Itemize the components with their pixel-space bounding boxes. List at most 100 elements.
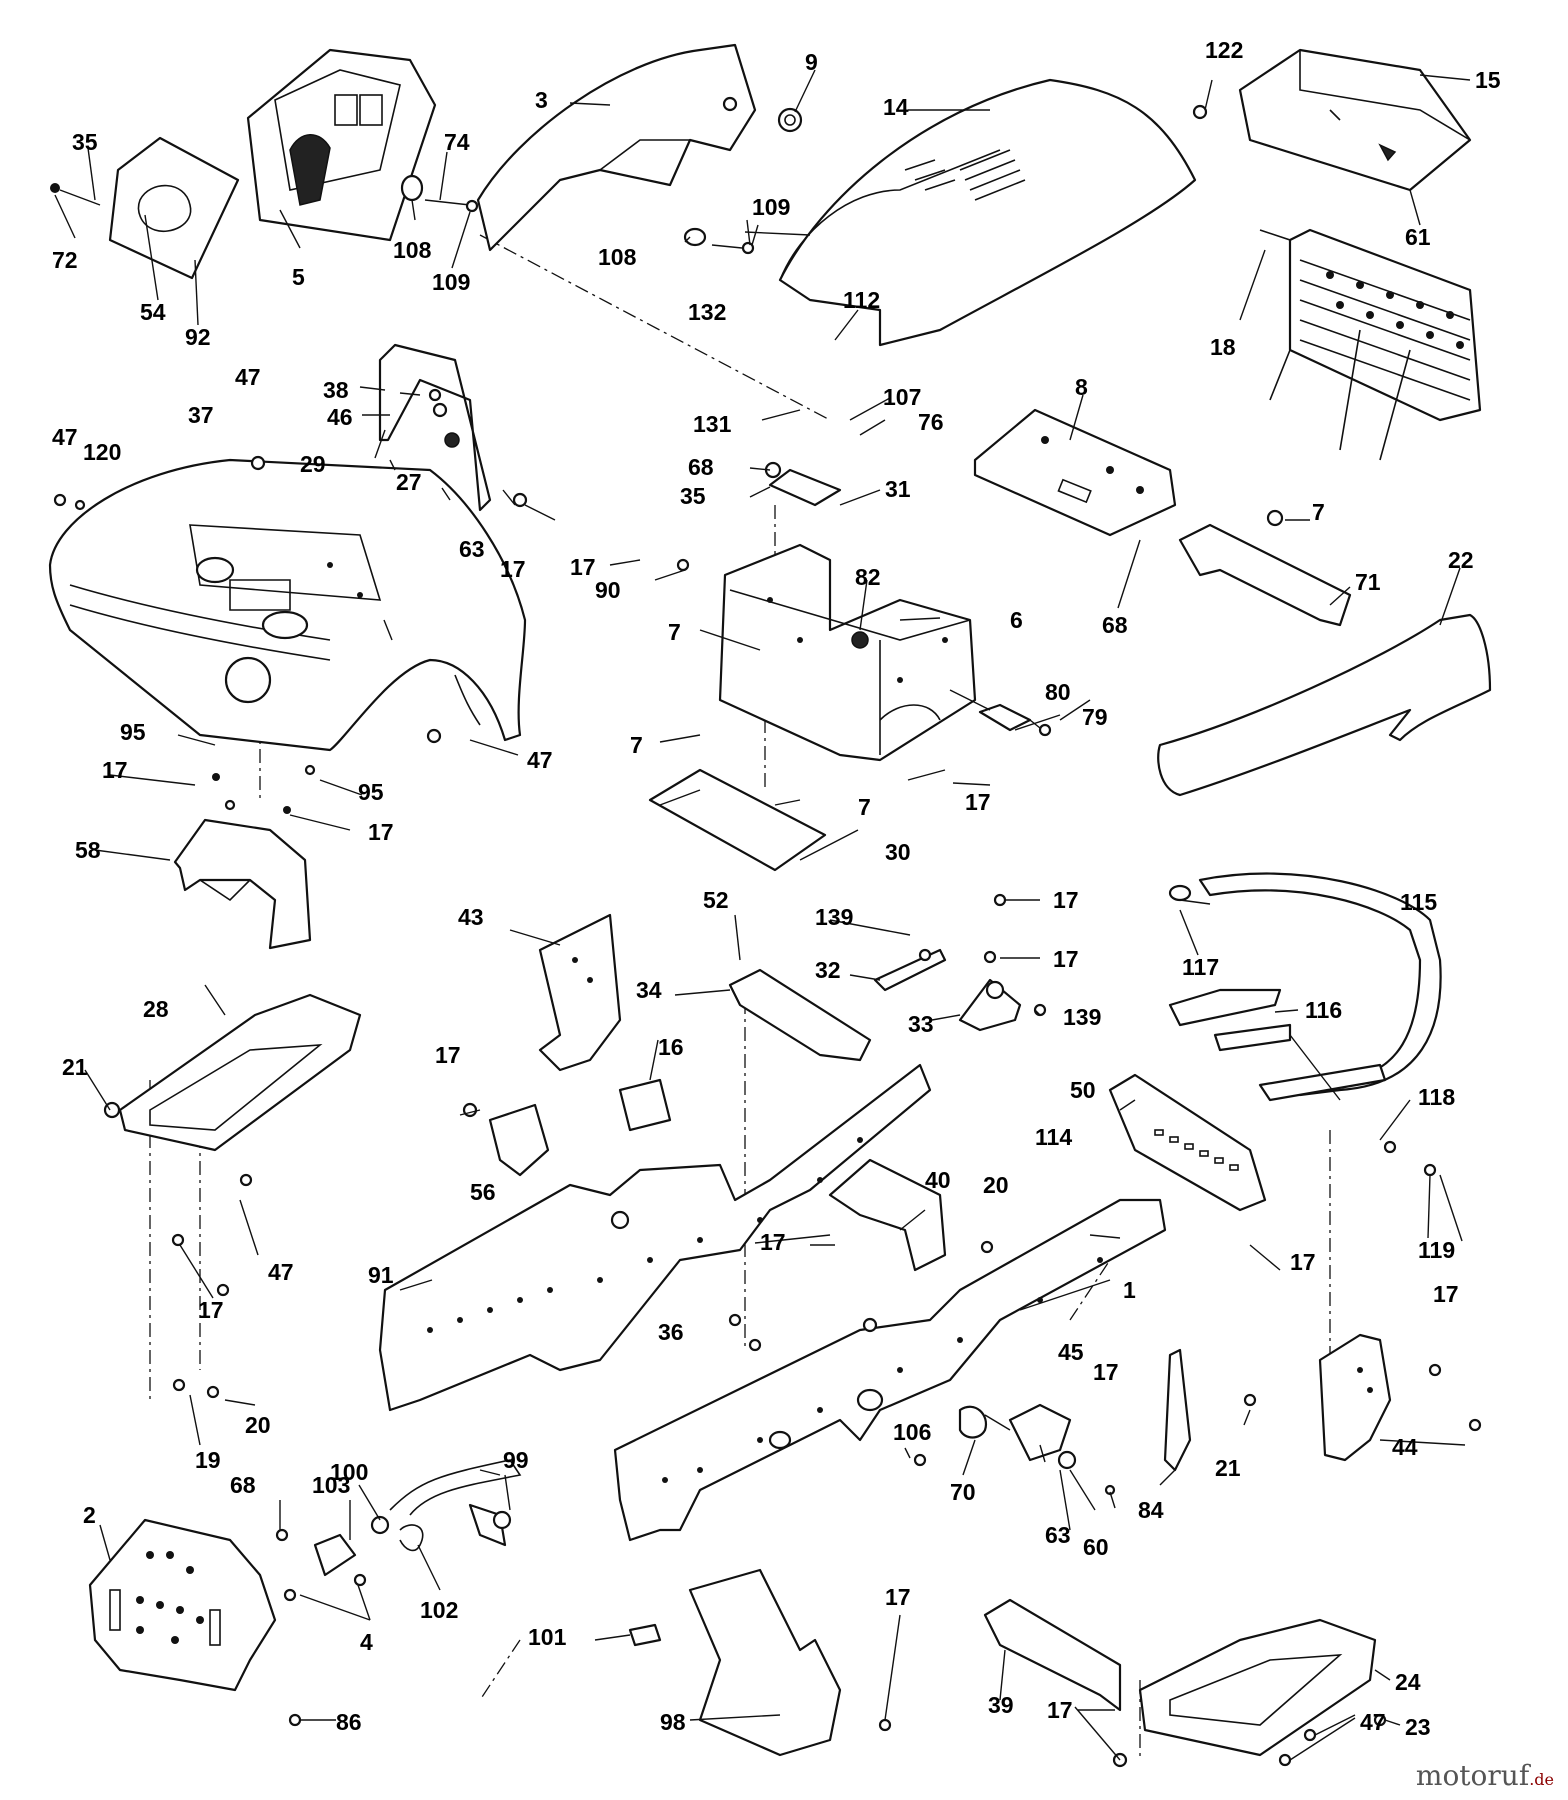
callout-31: 31 <box>885 476 911 502</box>
callout-7-topright: 7 <box>1312 499 1325 525</box>
callout-17-39: 17 <box>1047 1697 1073 1723</box>
part-34-bracket <box>728 968 872 1062</box>
part-101-bolt <box>628 1623 662 1647</box>
callout-108-left: 108 <box>393 237 432 263</box>
part-1-frame-rail <box>613 1198 1167 1542</box>
watermark-brand: motoruf <box>1415 1759 1530 1792</box>
callout-17-33mid: 17 <box>1053 946 1079 972</box>
part-43-bracket <box>538 913 622 1072</box>
callout-2: 2 <box>83 1502 96 1528</box>
callout-17-far: 17 <box>1433 1281 1459 1307</box>
callout-74: 74 <box>444 129 470 155</box>
callout-86: 86 <box>336 1709 362 1735</box>
callout-30: 30 <box>885 839 911 865</box>
callout-1: 1 <box>1123 1277 1136 1303</box>
callout-99: 99 <box>503 1447 529 1473</box>
callout-61: 61 <box>1405 224 1431 250</box>
callout-95-left: 95 <box>120 719 146 745</box>
part-9-nut <box>777 107 803 133</box>
callout-122: 122 <box>1205 37 1243 63</box>
hardware-108-74-109 <box>400 174 755 255</box>
callout-139-right: 139 <box>1063 1004 1101 1030</box>
callout-101: 101 <box>528 1624 567 1650</box>
callout-79: 79 <box>1082 704 1108 730</box>
callout-72: 72 <box>52 247 78 273</box>
callout-68-mid: 68 <box>688 454 714 480</box>
part-24-footrest <box>1138 1618 1387 1767</box>
callout-16: 16 <box>658 1034 684 1060</box>
callout-112: 112 <box>843 287 880 313</box>
callout-17-98: 17 <box>885 1584 911 1610</box>
callout-131: 131 <box>693 411 732 437</box>
callout-38: 38 <box>323 377 349 403</box>
part-44-bracket <box>1318 1333 1482 1462</box>
callout-4: 4 <box>360 1629 373 1655</box>
callout-82: 82 <box>855 564 881 590</box>
part-5-dash-console <box>246 48 437 242</box>
callout-27: 27 <box>396 469 422 495</box>
callout-32: 32 <box>815 957 841 983</box>
callout-21-right: 21 <box>1215 1455 1241 1481</box>
callout-17-28: 17 <box>198 1297 224 1323</box>
callout-108-right: 108 <box>598 244 637 270</box>
part-29-bracket <box>378 343 556 521</box>
callout-95-right: 95 <box>358 779 384 805</box>
callout-21-left: 21 <box>62 1054 88 1080</box>
callout-71: 71 <box>1355 569 1381 595</box>
callout-76: 76 <box>918 409 944 435</box>
part-8-plate <box>973 408 1177 537</box>
part-3-dash-panel <box>476 43 757 252</box>
part-6-battery-box <box>676 461 977 762</box>
callout-100: 100 <box>330 1459 368 1485</box>
callout-115: 115 <box>1400 889 1437 915</box>
part-16-grommet <box>618 1078 672 1132</box>
callout-119: 119 <box>1418 1237 1455 1263</box>
part-32-bracket <box>873 948 947 992</box>
callout-107: 107 <box>883 384 921 410</box>
callout-9: 9 <box>805 49 818 75</box>
callout-47-28: 47 <box>268 1259 294 1285</box>
callout-40: 40 <box>925 1167 951 1193</box>
callout-68-right: 68 <box>1102 612 1128 638</box>
callout-106: 106 <box>893 1419 931 1445</box>
callout-47-fender: 47 <box>527 747 553 773</box>
callout-54: 54 <box>140 299 166 325</box>
callout-17-56: 17 <box>435 1042 461 1068</box>
part-33-bracket <box>958 893 1047 1032</box>
callout-35-mid: 35 <box>680 483 706 509</box>
part-115-handle <box>1168 872 1442 1177</box>
callout-56: 56 <box>470 1179 496 1205</box>
part-98-panel <box>688 1568 892 1757</box>
callout-109-left: 109 <box>432 269 470 295</box>
part-58-bracket <box>173 764 316 950</box>
callout-17-right: 17 <box>1290 1249 1316 1275</box>
callout-18: 18 <box>1210 334 1236 360</box>
part-40-bracket <box>828 1158 947 1272</box>
callout-139-top: 139 <box>815 904 853 930</box>
site-watermark: motoruf.de <box>1416 1759 1554 1792</box>
part-2-floor-plate <box>88 1518 277 1692</box>
callout-60: 60 <box>1083 1534 1109 1560</box>
callout-17-58left: 17 <box>102 757 128 783</box>
callout-3: 3 <box>535 87 548 113</box>
callout-17-45: 17 <box>1093 1359 1119 1385</box>
callout-7-lower: 7 <box>858 794 871 820</box>
callout-45: 45 <box>1058 1339 1084 1365</box>
callout-34: 34 <box>636 977 662 1003</box>
callout-120: 120 <box>83 439 121 465</box>
callout-37: 37 <box>188 402 214 428</box>
callout-46: 46 <box>327 404 353 430</box>
callout-14: 14 <box>883 94 909 120</box>
part-18-grille <box>1259 228 1482 461</box>
callout-47-left: 47 <box>52 424 78 450</box>
part-99-rod <box>370 1459 522 1552</box>
callout-22: 22 <box>1448 547 1474 573</box>
callout-84: 84 <box>1138 1497 1164 1523</box>
callout-17-mid: 17 <box>570 554 596 580</box>
callout-19: 19 <box>195 1447 221 1473</box>
callout-63-top: 63 <box>459 536 485 562</box>
part-71-bracket <box>1178 509 1352 627</box>
callout-39: 39 <box>988 1692 1014 1718</box>
callout-90: 90 <box>595 577 621 603</box>
